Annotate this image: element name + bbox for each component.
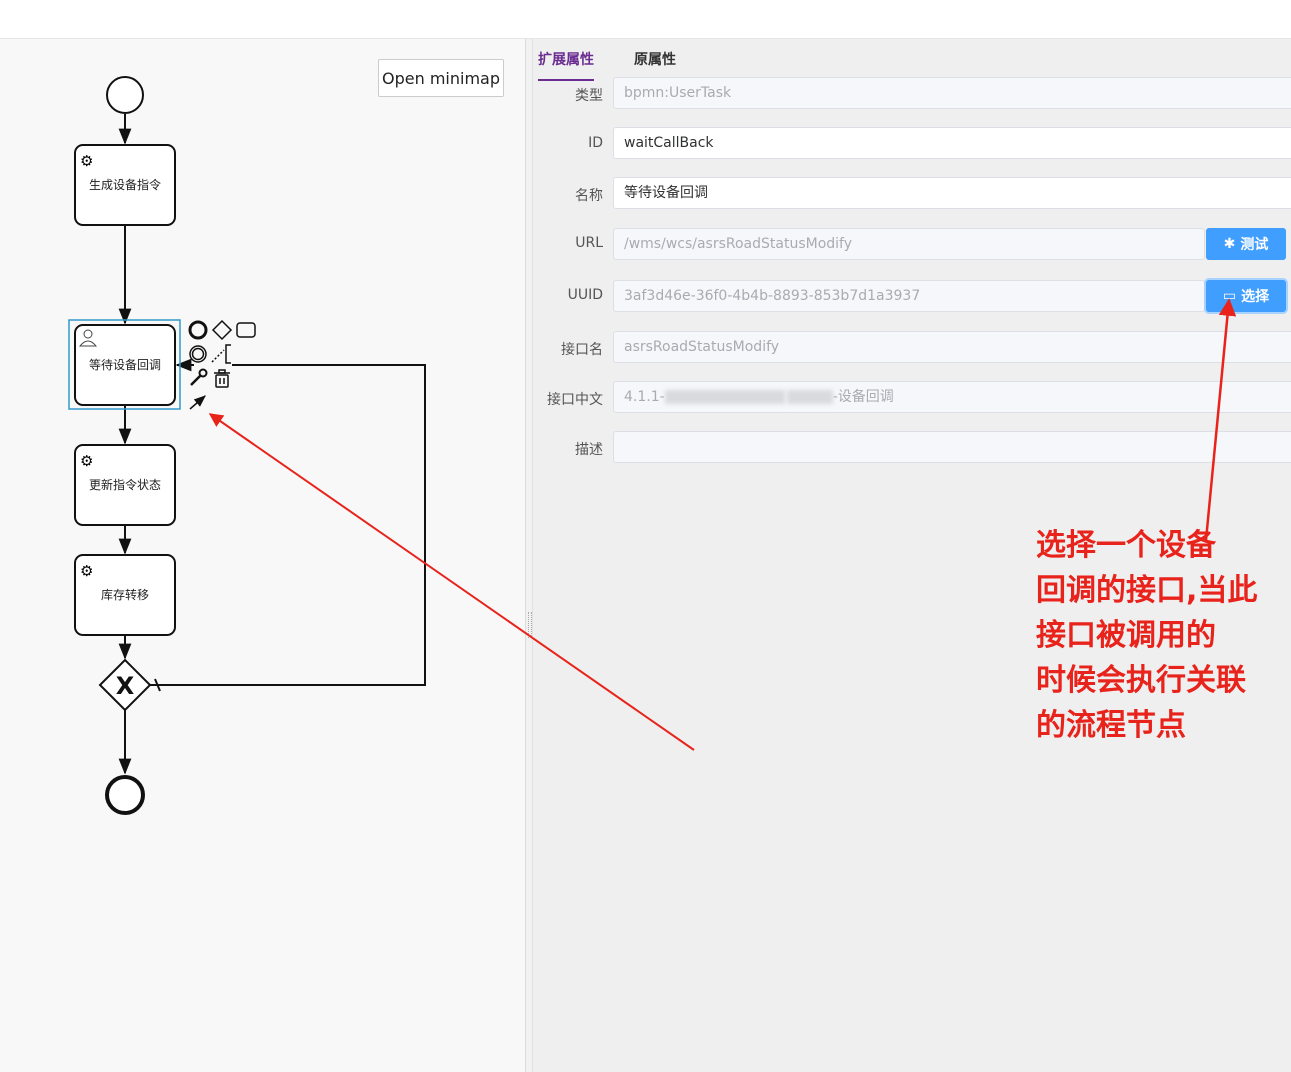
service-task-3[interactable]: ⚙ 更新指令状态 [74,444,176,526]
bpmn-diagram[interactable]: ⚙ 生成设备指令 等待设备回调 ⚙ 更新指令状态 ⚙ 库存转移 X [0,39,525,1072]
intermediate-event-icon[interactable] [189,345,207,363]
task-label-4: 库存转移 [101,587,149,602]
user-task-wait-callback[interactable]: 等待设备回调 [74,324,176,406]
exclusive-gateway[interactable]: X [98,658,152,712]
open-minimap-button[interactable]: Open minimap [378,59,504,97]
end-event-icon[interactable] [188,320,208,340]
annotation-line: 回调的接口,当此 [1036,573,1258,608]
selection-outline [68,319,181,410]
text-annotation-icon[interactable] [211,344,231,364]
gear-icon: ⚙ [80,152,93,170]
bpmn-canvas[interactable]: ⚙ 生成设备指令 等待设备回调 ⚙ 更新指令状态 ⚙ 库存转移 X [0,39,525,1072]
desc-label: 描述 [575,442,603,458]
splitter-grip[interactable] [528,612,532,638]
annotation-line: 接口被调用的 [1036,618,1216,653]
url-label: URL [575,235,603,251]
start-event[interactable] [106,76,144,114]
wrench-icon[interactable] [190,368,208,386]
redacted-block [664,390,785,404]
annotation-text: 选择一个设备 回调的接口,当此 接口被调用的 时候会执行关联 的流程节点 [1036,523,1286,748]
context-pad[interactable] [188,319,256,410]
service-task-4[interactable]: ⚙ 库存转移 [74,554,176,636]
tab-extended-properties[interactable]: 扩展属性 [538,49,594,81]
iface-name-field: asrsRoadStatusModify [613,331,1291,363]
flow-gateway-loop [150,364,426,686]
annotation-line: 时候会执行关联 [1036,663,1246,698]
iface-cn-prefix: 4.1.1- [624,389,665,405]
top-bar [0,0,1291,39]
id-label: ID [588,135,603,151]
desc-field[interactable] [613,431,1291,463]
select-button[interactable]: ▭ 选择 [1206,280,1286,312]
gateway-icon[interactable] [211,319,233,341]
end-event[interactable] [105,775,145,815]
gateway-x-symbol: X [116,672,135,700]
bug-icon: ✱ [1223,236,1236,252]
trash-icon[interactable] [214,369,230,388]
panel-splitter[interactable] [525,39,533,1072]
test-button[interactable]: ✱ 测试 [1206,228,1286,260]
name-label: 名称 [575,188,603,204]
iface-cn-field: 4.1.1- -设备回调 [613,381,1291,413]
url-field: /wms/wcs/asrsRoadStatusModify [613,228,1205,260]
iface-cn-label: 接口中文 [547,392,603,408]
iface-name-label: 接口名 [561,342,603,358]
task-label-3: 更新指令状态 [89,477,161,492]
select-button-label: 选择 [1241,289,1270,305]
gear-icon: ⚙ [80,452,93,470]
connect-arrow-icon[interactable] [189,395,206,410]
test-button-label: 测试 [1240,237,1269,253]
task-label-1: 生成设备指令 [89,177,161,192]
id-input[interactable]: waitCallBack [613,127,1291,159]
iface-cn-suffix: -设备回调 [832,389,894,405]
uuid-label: UUID [567,287,603,303]
tab-original-properties[interactable]: 原属性 [634,52,676,68]
user-icon [78,329,98,347]
annotation-line: 的流程节点 [1036,708,1186,743]
gear-icon: ⚙ [80,562,93,580]
task-label-2: 等待设备回调 [89,358,161,372]
type-label: 类型 [575,88,603,104]
name-input[interactable]: 等待设备回调 [613,177,1291,209]
annotation-line: 选择一个设备 [1036,528,1216,563]
service-task-1[interactable]: ⚙ 生成设备指令 [74,144,176,226]
folder-icon: ▭ [1222,288,1237,304]
task-icon[interactable] [236,322,256,338]
default-flow-mark [154,678,161,692]
uuid-field: 3af3d46e-36f0-4b4b-8893-853b7d1a3937 [613,280,1205,312]
type-field: bpmn:UserTask [613,77,1291,109]
redacted-block [786,390,833,404]
